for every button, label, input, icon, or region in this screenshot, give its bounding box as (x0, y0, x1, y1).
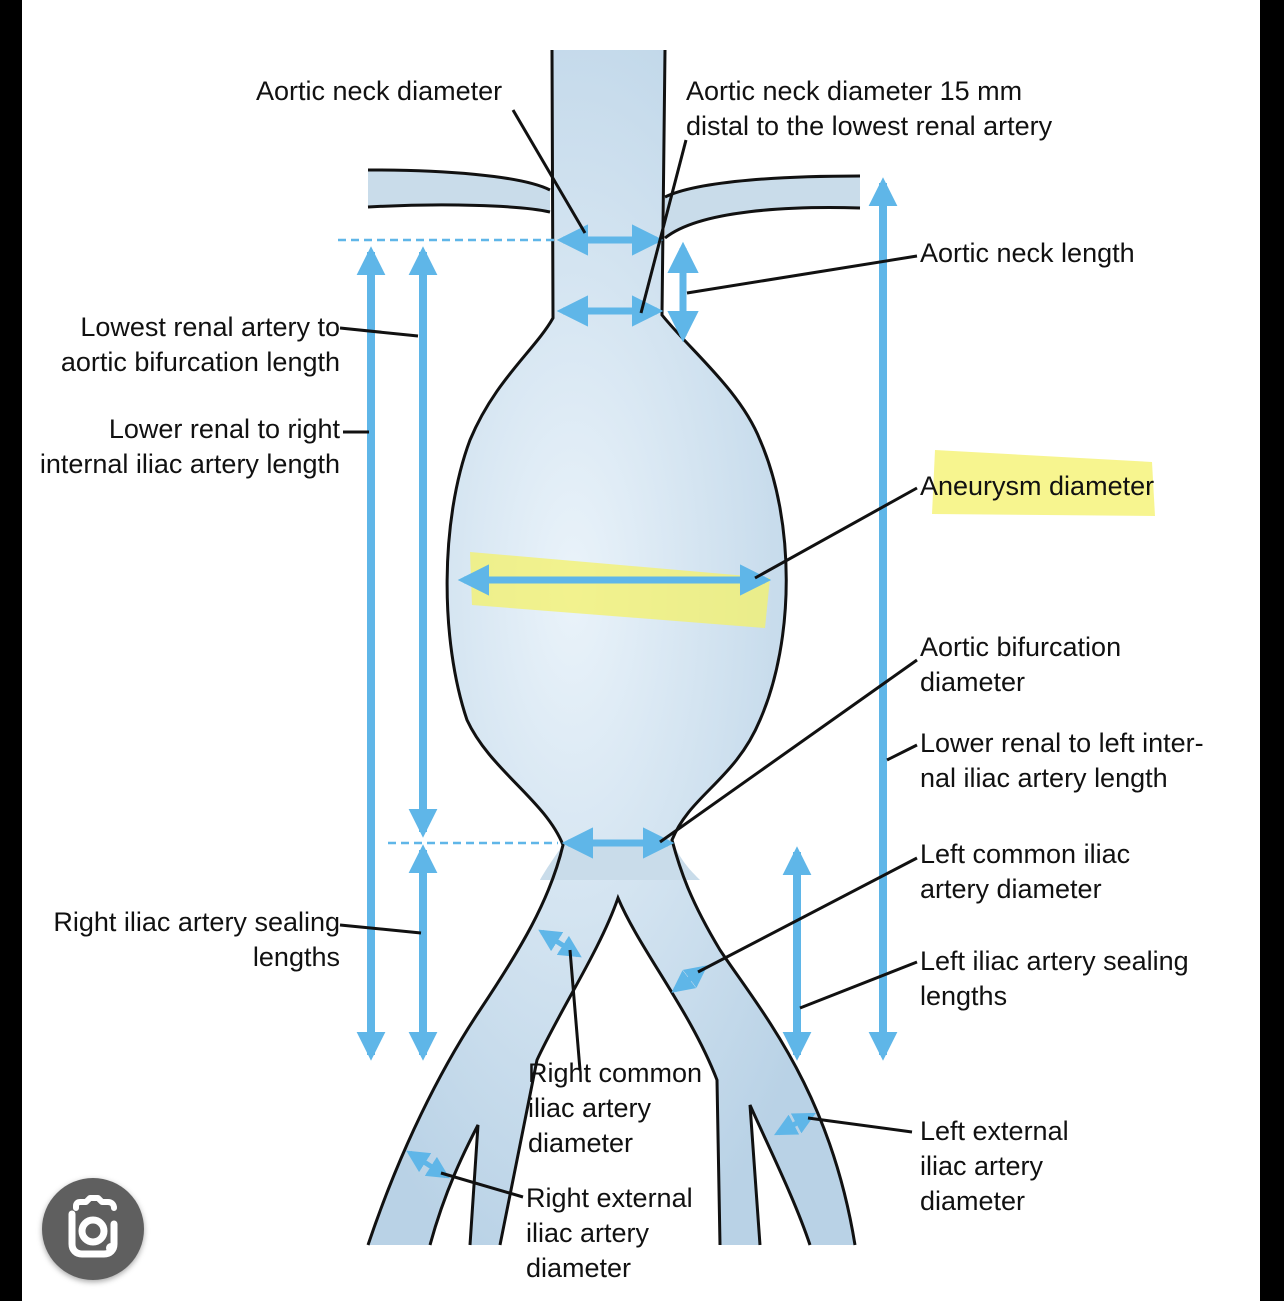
label-lowest-renal-to-bifurcation: Lowest renal artery to aortic bifurcatio… (60, 312, 340, 377)
diagram-canvas: Aortic neck diameter Aortic neck diamete… (22, 0, 1260, 1301)
measurement-arrows (356, 177, 898, 1179)
leader-lines (339, 109, 918, 1199)
label-lower-renal-to-right-internal: Lower renal to right internal iliac arte… (39, 414, 340, 479)
reference-lines (338, 238, 558, 845)
label-left-external-iliac-diameter: Left external iliac artery diameter (920, 1116, 1069, 1216)
google-lens-button[interactable] (42, 1178, 144, 1280)
left-renal-artery (368, 170, 550, 212)
right-internal-iliac-branch (430, 1125, 478, 1245)
label-aortic-bifurcation-diameter: Aortic bifurcation diameter (920, 632, 1122, 697)
label-aortic-neck-diameter-15mm: Aortic neck diameter 15 mm distal to the… (686, 76, 1053, 141)
label-aortic-neck-length: Aortic neck length (920, 238, 1135, 268)
label-left-iliac-sealing: Left iliac artery sealing lengths (920, 946, 1189, 1011)
label-right-external-iliac-diameter: Right external iliac artery diameter (526, 1183, 693, 1283)
aorta-fill (368, 50, 855, 1245)
right-external-iliac-arrow (406, 1150, 450, 1179)
label-right-common-iliac-diameter: Right common iliac artery diameter (528, 1058, 703, 1158)
label-lower-renal-to-left-internal: Lower renal to left inter- nal iliac art… (920, 728, 1204, 793)
label-aneurysm-diameter: Aneurysm diameter (920, 471, 1155, 501)
aaa-measurement-diagram (338, 49, 1155, 1246)
right-renal-artery (665, 176, 860, 238)
aneurysm-label-highlight (932, 450, 1155, 516)
vessel (366, 49, 861, 1246)
left-external-iliac-arrow (774, 1112, 816, 1136)
label-left-common-iliac-diameter: Left common iliac artery diameter (920, 839, 1131, 904)
google-lens-icon (68, 1195, 118, 1258)
label-aortic-neck-diameter: Aortic neck diameter (256, 76, 503, 106)
right-common-iliac-arrow (538, 929, 582, 958)
label-right-iliac-sealing: Right iliac artery sealing lengths (53, 907, 340, 972)
